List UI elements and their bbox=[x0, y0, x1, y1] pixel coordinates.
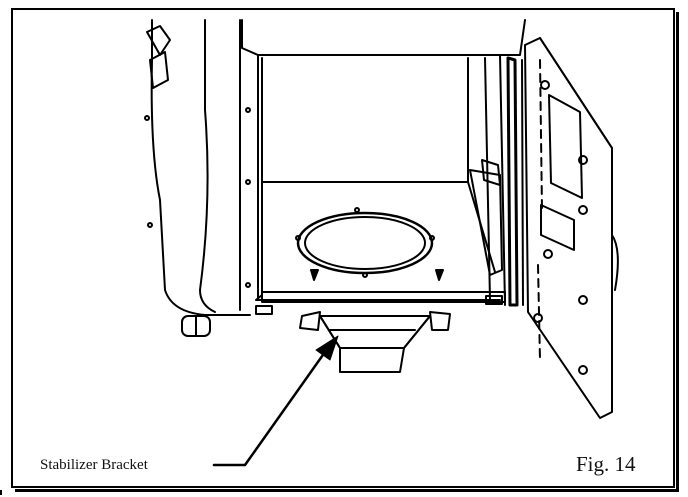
stove-left-caster bbox=[181, 305, 273, 337]
stabilizer-bracket bbox=[299, 311, 451, 373]
stove-left-side-panel bbox=[144, 19, 251, 316]
figure-frame bbox=[11, 8, 675, 488]
arrow-icon bbox=[212, 335, 339, 467]
stove-top-rim bbox=[241, 19, 526, 301]
page-edge-mark bbox=[0, 490, 2, 495]
figure-frame-shadow bbox=[15, 12, 679, 492]
door-hinge-column bbox=[469, 54, 524, 307]
floor-plate bbox=[261, 207, 506, 303]
figure-number: Fig. 14 bbox=[576, 452, 636, 476]
open-door bbox=[524, 37, 619, 419]
firebox-interior bbox=[245, 57, 501, 301]
stabilizer-bracket-label: Stabilizer Bracket bbox=[40, 457, 148, 473]
